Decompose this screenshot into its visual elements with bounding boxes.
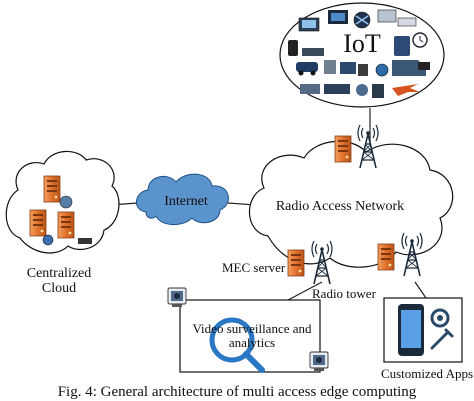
mec-server-right: [377, 243, 395, 271]
bus-icon: [324, 84, 350, 94]
figure-caption: Fig. 4: General architecture of multi ac…: [57, 384, 417, 400]
iot-device-icons: [288, 9, 430, 98]
server-rack-icon: [372, 84, 384, 98]
bike-icon: [418, 62, 430, 70]
radio-tower-label: Radio tower: [312, 286, 376, 301]
cloud-server-1: [43, 175, 61, 203]
mec-server-label: MEC server: [222, 260, 286, 275]
gear-icon: [356, 84, 368, 96]
customized-apps-label: Customized Apps: [380, 366, 474, 381]
laptop-screen-icon: [302, 20, 316, 28]
database-icon: [59, 195, 73, 209]
internet-cloud: Internet: [136, 173, 229, 225]
cloud-server-3: [57, 211, 75, 239]
tablet-icon: [394, 36, 410, 56]
router-icon: [397, 17, 417, 27]
centralized-cloud: [5, 150, 120, 254]
video-surveillance-box: [167, 287, 329, 373]
phone-icon: [288, 40, 298, 56]
iot-ellipse: [279, 2, 445, 108]
camera-top-left: [167, 287, 187, 308]
radio-access-network: Radio Access Network: [248, 140, 454, 268]
customized-apps-box: [383, 297, 463, 363]
wearable-icon: [375, 63, 389, 77]
tram-icon: [300, 84, 320, 94]
monitor-icon: [340, 62, 356, 74]
robot-icon: [324, 60, 336, 74]
mec-server-left: [287, 249, 305, 277]
internet-label: Internet: [164, 194, 208, 209]
ran-cloud-shape: [248, 140, 454, 268]
wrench-icon: [430, 328, 454, 350]
cloud-server-2: [29, 209, 47, 237]
link-tower-apps: [414, 281, 427, 299]
magnifier-icon: [209, 317, 255, 363]
keyboard-icon: [302, 48, 324, 56]
printer-icon: [377, 9, 397, 23]
ran-server-top: [334, 135, 352, 163]
video-surveillance-label: Video surveillance and analytics: [192, 321, 312, 350]
centralized-cloud-label: Centralized Cloud: [26, 266, 92, 296]
camera-bottom-right: [309, 351, 329, 372]
ran-label: Radio Access Network: [276, 199, 404, 214]
router-icon: [78, 238, 92, 244]
internet-cloud-shape: [136, 173, 229, 225]
truck-icon: [392, 60, 426, 76]
smart-speaker-icon: [358, 64, 368, 76]
iot-cluster: IoT: [279, 2, 445, 108]
iot-label: IoT: [343, 29, 381, 58]
settings-gear-icon: [430, 308, 450, 328]
globe-icon: [42, 234, 54, 246]
car-icon: [296, 62, 318, 72]
airplane-icon: [392, 84, 420, 96]
magnifier-handle-icon: [243, 351, 265, 373]
